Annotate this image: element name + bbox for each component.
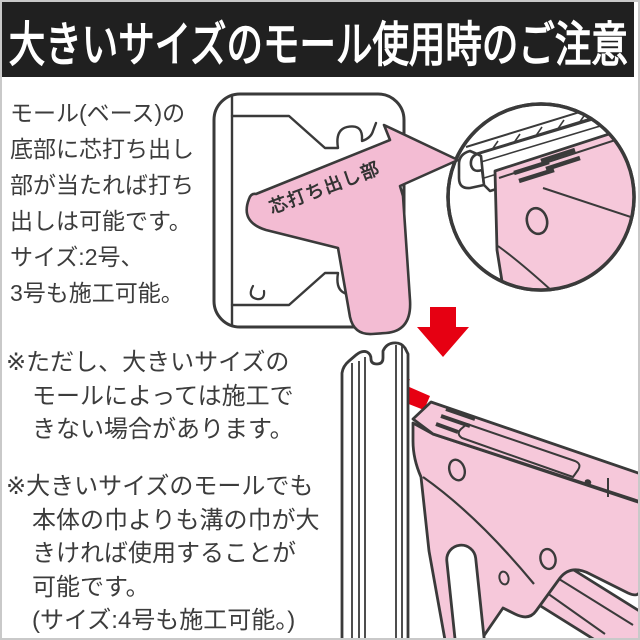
tool-pivot — [539, 547, 557, 571]
text-line: モールによっては施工で — [32, 382, 294, 410]
molding-strip — [340, 341, 410, 640]
staple-slots — [513, 147, 581, 184]
text-line: きければ使用することが — [32, 540, 296, 567]
text-line: 本体の巾よりも溝の巾が大 — [32, 506, 320, 534]
tool-hole — [447, 458, 467, 482]
callout-ejection-part: 芯打ち出し部 — [245, 123, 460, 336]
text-line: 部が当たれば打ち — [10, 172, 194, 198]
intro-text: モール(ベース)の 底部に芯打ち出し 部が当たれば打ち 出しは可能です。 サイズ… — [10, 95, 215, 311]
text-line: サイズ:2号、 — [10, 244, 144, 270]
rivet-dot — [584, 479, 592, 485]
title-banner: 大きいサイズのモール使用時のご注意 — [2, 2, 634, 77]
nose-staple-slots — [435, 407, 476, 434]
trigger-slot — [445, 543, 487, 640]
note-caution-1: ※ただし、大きいサイズの モールによっては施工で きない場合があります。 — [6, 346, 336, 447]
text-line: 出しは可能です。 — [10, 208, 192, 234]
text-line: 底部に芯打ち出し — [10, 136, 194, 162]
text-line: きない場合があります。 — [32, 416, 294, 443]
rivet-hole — [525, 206, 549, 236]
tacker-tool — [411, 400, 640, 640]
text-line: ※ただし、大きいサイズの — [6, 349, 290, 376]
page-title: 大きいサイズのモール使用時のご注意 — [8, 18, 628, 72]
text-line: 3号も施工可能。 — [10, 280, 184, 306]
clip-hook-top — [230, 114, 378, 150]
magazine-panel — [457, 423, 581, 478]
note-caution-2: ※大きいサイズのモールでも 本体の巾よりも溝の巾が大 きければ使用することが 可… — [6, 470, 336, 638]
closeup-circle — [446, 102, 636, 292]
tool-magazine — [411, 400, 640, 504]
text-line: モール(ベース)の — [10, 100, 186, 126]
tool-hole-small — [498, 570, 510, 586]
text-line: (サイズ:4号も施工可能。) — [32, 607, 296, 634]
red-arrow-down — [417, 307, 469, 357]
text-line: ※大きいサイズのモールでも — [6, 473, 314, 500]
text-line: 可能です。 — [32, 573, 150, 601]
